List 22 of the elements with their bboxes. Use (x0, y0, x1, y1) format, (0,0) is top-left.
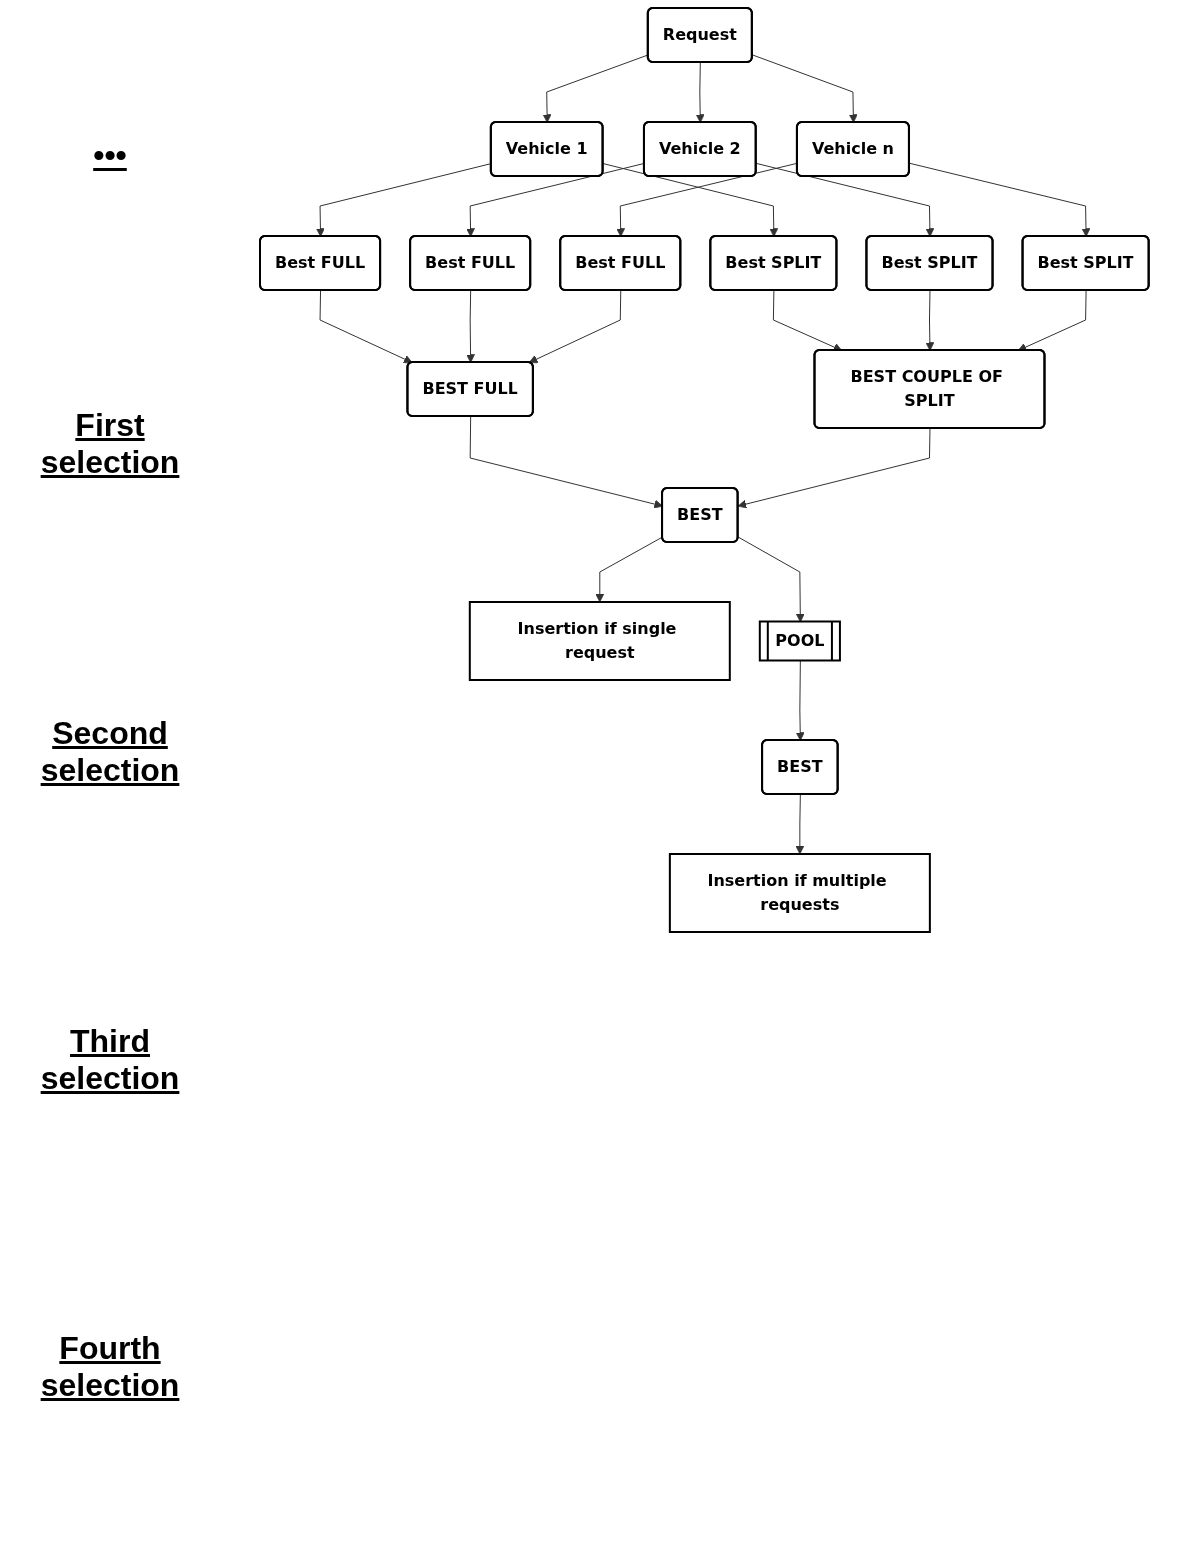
arrow (602, 163, 778, 237)
arrow (751, 54, 858, 123)
ellipsis-text: ••• (92, 136, 128, 174)
arrow (528, 290, 621, 364)
arrow (772, 290, 842, 352)
stage-label: Second selection (39, 715, 181, 789)
stage-label: Fourth selection (39, 1330, 181, 1405)
arrow (925, 290, 934, 351)
node-box: Insertion if single request (468, 601, 731, 681)
arrow (1017, 290, 1087, 352)
arrow (908, 162, 1091, 237)
arrow (595, 536, 663, 603)
arrow (795, 660, 805, 741)
stage-label: Third selection (39, 1022, 181, 1097)
arrow (755, 162, 934, 237)
arrow (319, 290, 413, 364)
stage-label: First selection (39, 407, 181, 482)
node-box: Insertion if multiple requests (668, 853, 931, 933)
arrow (795, 794, 804, 855)
arrow (695, 62, 705, 123)
arrow (737, 428, 931, 509)
arrow (465, 290, 475, 363)
